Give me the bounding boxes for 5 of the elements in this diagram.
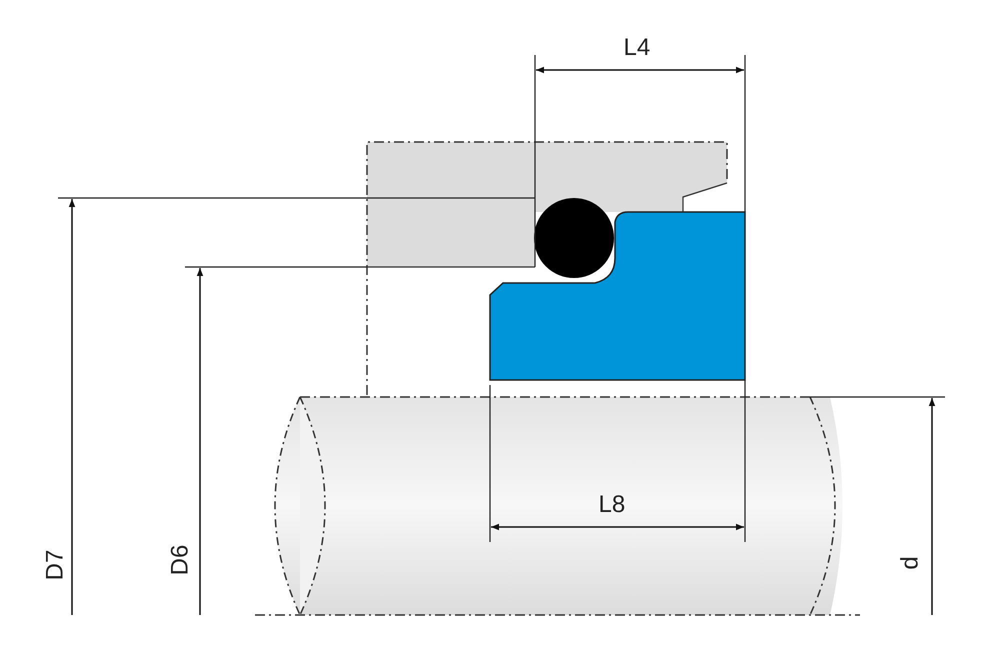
dimension-label: L4 (624, 36, 650, 60)
dimension-label: L8 (598, 493, 626, 517)
dimension-label: D6 (168, 544, 192, 576)
dimension-label: d (898, 556, 922, 570)
dimension-label: D7 (42, 550, 67, 580)
